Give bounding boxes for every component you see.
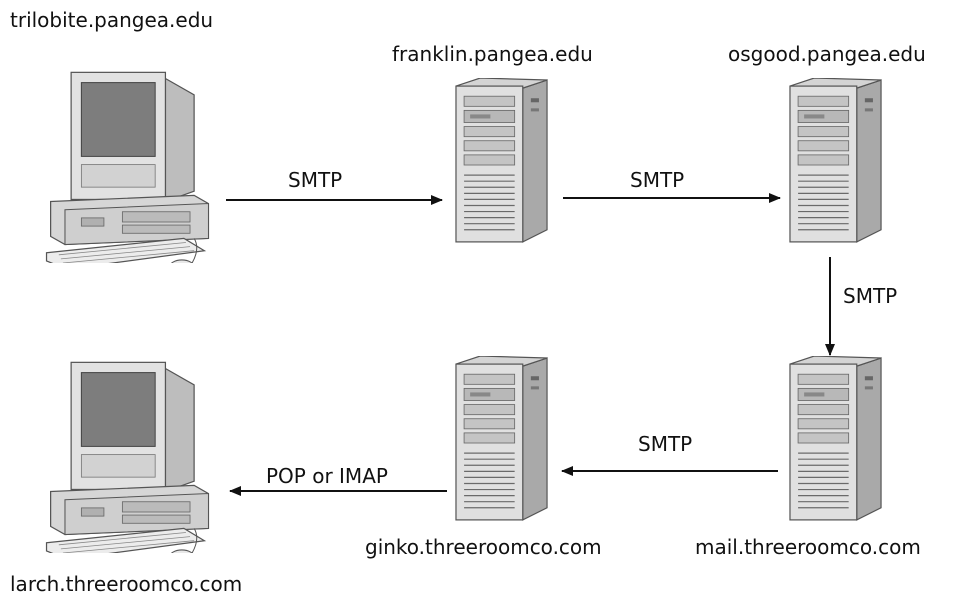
edge-label-mail-ginko: SMTP	[638, 432, 693, 456]
edge-label-franklin-osgood: SMTP	[630, 168, 685, 192]
recipient-host-label: larch.threeroomco.com	[10, 572, 243, 596]
ginko-host-label: ginko.threeroomco.com	[365, 535, 602, 559]
franklin-host-label: franklin.pangea.edu	[392, 42, 593, 66]
edge-label-ginko-larch: POP or IMAP	[266, 464, 388, 488]
osgood-host-label: osgood.pangea.edu	[728, 42, 926, 66]
sender-host-label: trilobite.pangea.edu	[10, 8, 214, 32]
mail-host-label: mail.threeroomco.com	[695, 535, 921, 559]
edge-label-osgood-mail: SMTP	[843, 284, 898, 308]
edge-label-sender-franklin: SMTP	[288, 168, 343, 192]
